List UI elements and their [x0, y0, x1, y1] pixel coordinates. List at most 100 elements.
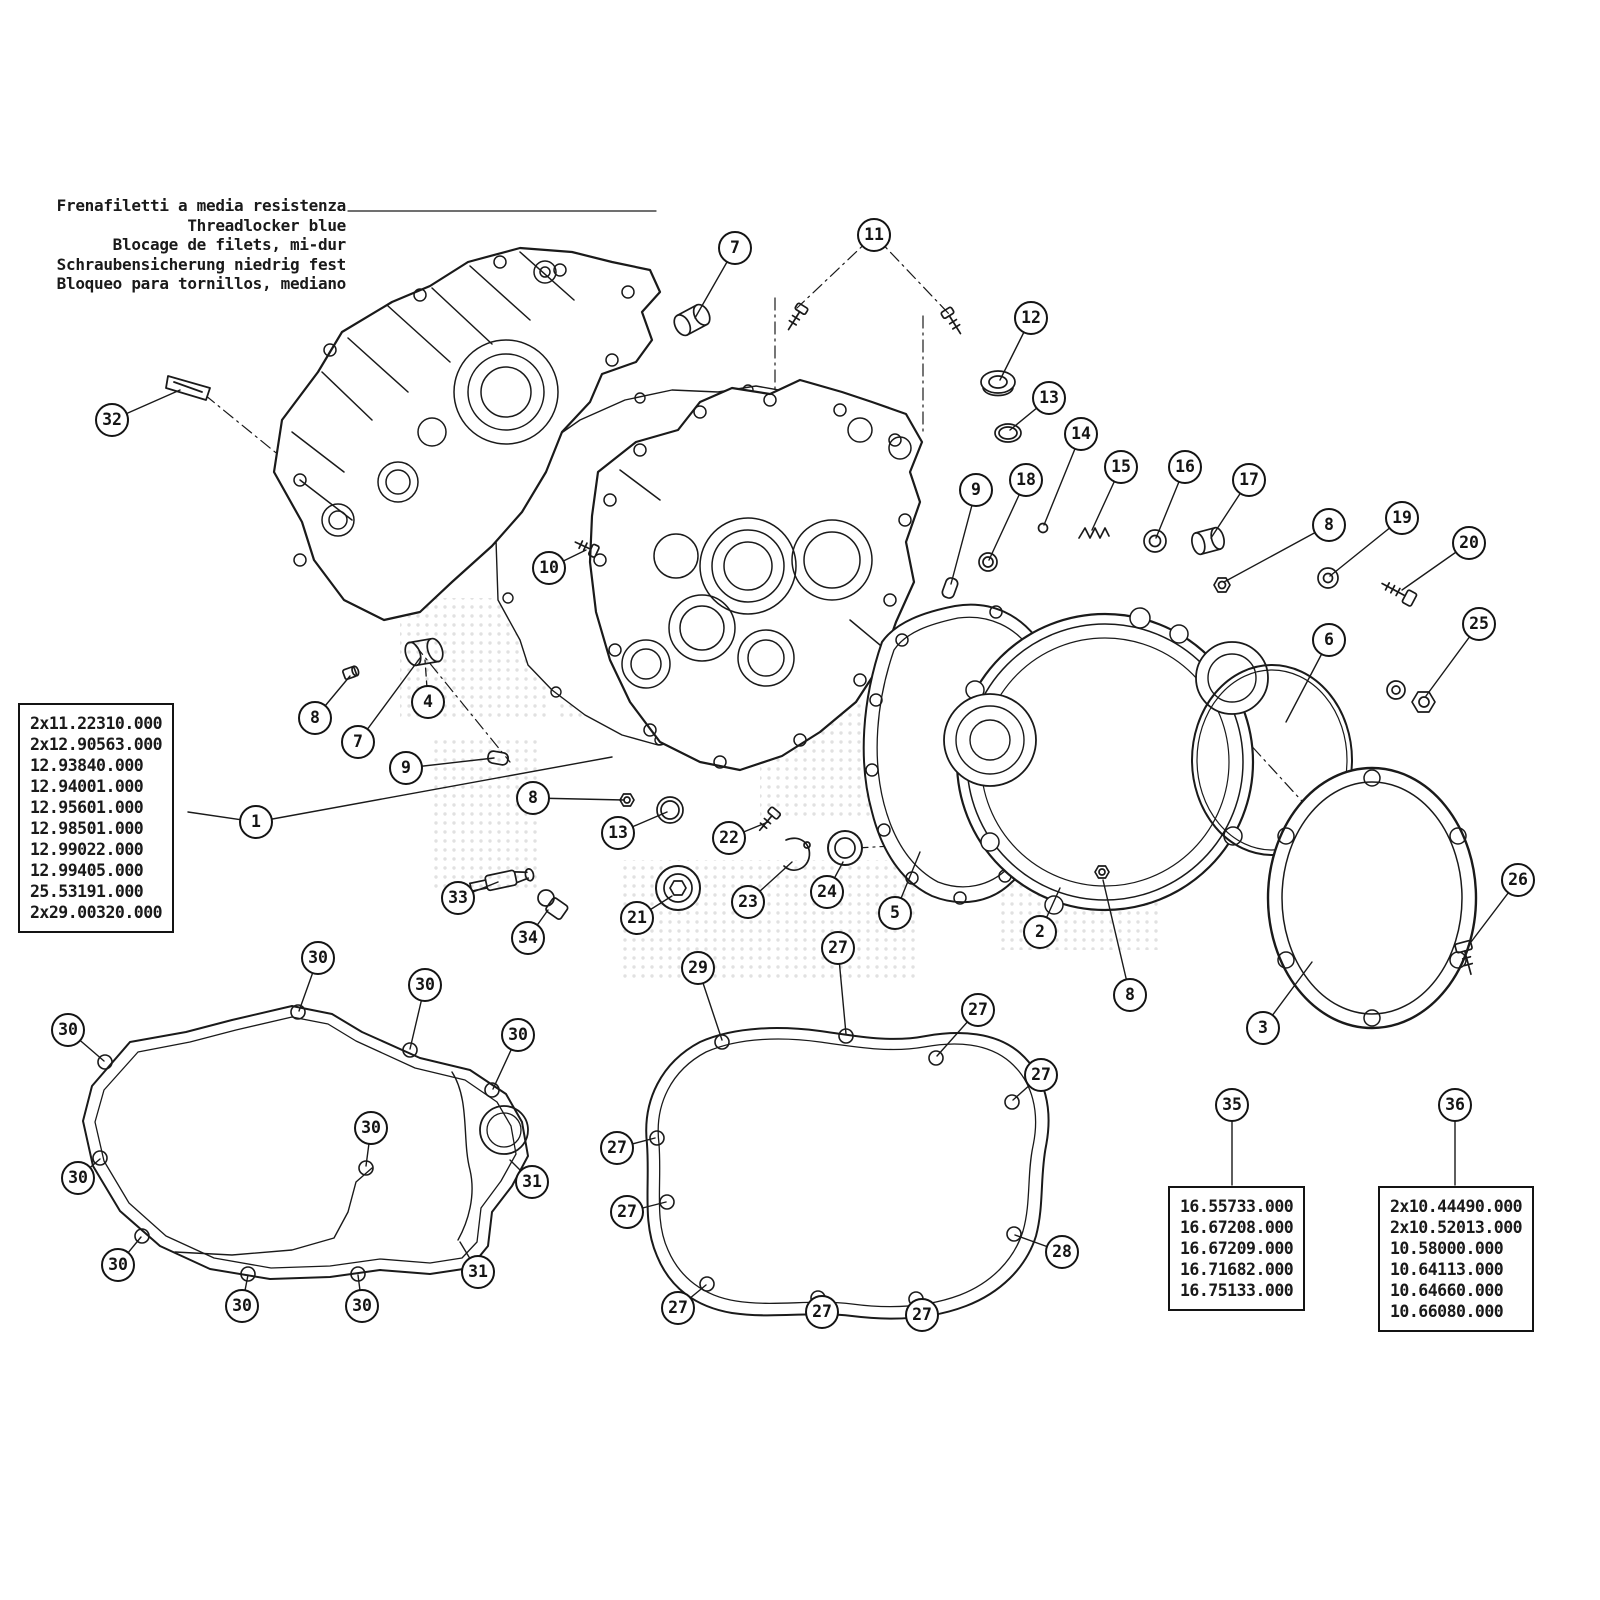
callout-36: 36: [1438, 1088, 1472, 1122]
callout-number: 30: [352, 1295, 372, 1315]
callout-31-a: 31: [515, 1165, 549, 1199]
part-number: 12.95601.000: [30, 798, 144, 817]
callout-number: 30: [508, 1024, 528, 1044]
part-8-plug-bottom: [1094, 865, 1110, 879]
callout-number: 32: [102, 409, 122, 429]
callout-10: 10: [532, 551, 566, 585]
callout-30-f: 30: [354, 1111, 388, 1145]
callout-number: 8: [1125, 984, 1135, 1004]
callout-30-e: 30: [61, 1161, 95, 1195]
callout-6: 6: [1312, 623, 1346, 657]
callout-29: 29: [681, 951, 715, 985]
callout-34: 34: [511, 921, 545, 955]
part-21-oil-plug: [655, 865, 701, 911]
part-number: 25.53191.000: [30, 882, 144, 901]
callout-23: 23: [731, 885, 765, 919]
part-number: 10.64113.000: [1390, 1260, 1504, 1279]
callout-number: 8: [528, 787, 538, 807]
part-11-screw-right: [940, 306, 962, 335]
part-8-plug-left: [342, 665, 360, 681]
part-number: 12.99022.000: [30, 840, 144, 859]
callout-number: 30: [361, 1117, 381, 1137]
callout-number: 24: [817, 881, 837, 901]
callout-number: 11: [864, 224, 884, 244]
callout-19: 19: [1385, 501, 1419, 535]
callout-28: 28: [1045, 1235, 1079, 1269]
callout-number: 2: [1035, 921, 1045, 941]
callout-number: 30: [58, 1019, 78, 1039]
callout-number: 23: [738, 891, 758, 911]
part-number: 10.58000.000: [1390, 1239, 1504, 1258]
callout-27-d: 27: [600, 1131, 634, 1165]
part-25-washer-nut: [1386, 680, 1436, 713]
callout-8-d: 8: [1113, 978, 1147, 1012]
callout-number: 17: [1239, 469, 1259, 489]
callout-number: 16: [1175, 456, 1195, 476]
callout-30-i: 30: [345, 1289, 379, 1323]
part-26-bolt: [1454, 939, 1474, 976]
callout-33: 33: [441, 881, 475, 915]
part-number: 10.64660.000: [1390, 1281, 1504, 1300]
callout-number: 9: [401, 757, 411, 777]
callout-number: 12: [1021, 307, 1041, 327]
part-32-bracket: [165, 375, 211, 401]
callout-number: 31: [468, 1261, 488, 1281]
part-10-screw: [574, 540, 600, 558]
callout-number: 8: [310, 707, 320, 727]
callout-26: 26: [1501, 863, 1535, 897]
callout-number: 7: [353, 731, 363, 751]
part-number: 2x11.22310.000: [30, 714, 163, 733]
callout-8-b: 8: [298, 701, 332, 735]
callout-number: 21: [627, 907, 647, 927]
callout-25: 25: [1462, 607, 1496, 641]
part-number: 12.93840.000: [30, 756, 144, 775]
callout-1: 1: [239, 805, 273, 839]
callout-5: 5: [878, 896, 912, 930]
callout-13-a: 13: [1032, 381, 1066, 415]
part-19-washer: [1317, 567, 1339, 589]
part-number: 16.71682.000: [1180, 1260, 1294, 1279]
callout-number: 30: [308, 947, 328, 967]
callout-number: 10: [539, 557, 559, 577]
callout-number: 13: [1039, 387, 1059, 407]
part-number: 2x12.90563.000: [30, 735, 163, 754]
callout-4: 4: [411, 685, 445, 719]
callout-3: 3: [1246, 1011, 1280, 1045]
callout-number: 19: [1392, 507, 1412, 527]
callout-18: 18: [1009, 463, 1043, 497]
part-14-ball: [1037, 522, 1049, 534]
part-34-sensor: [537, 889, 569, 920]
callout-30-a: 30: [51, 1013, 85, 1047]
callout-number: 30: [68, 1167, 88, 1187]
part-number-box-36: 2x10.44490.000 2x10.52013.000 10.58000.0…: [1378, 1186, 1535, 1332]
callout-number: 30: [232, 1295, 252, 1315]
part-number: 2x10.52013.000: [1390, 1218, 1523, 1237]
callout-32: 32: [95, 403, 129, 437]
part-8-nut-right: [1213, 577, 1231, 593]
part-number: 12.94001.000: [30, 777, 144, 796]
callout-30-h: 30: [225, 1289, 259, 1323]
callout-27-e: 27: [610, 1195, 644, 1229]
callout-number: 27: [668, 1297, 688, 1317]
callout-number: 31: [522, 1171, 542, 1191]
callout-24: 24: [810, 875, 844, 909]
callout-21: 21: [620, 901, 654, 935]
callout-number: 26: [1508, 869, 1528, 889]
part-number: 2x29.00320.000: [30, 903, 163, 922]
callout-number: 27: [968, 999, 988, 1019]
part-13-o-ring-center: [656, 796, 684, 824]
callout-14: 14: [1064, 417, 1098, 451]
callout-27-b: 27: [961, 993, 995, 1027]
part-number: 16.67209.000: [1180, 1239, 1294, 1258]
part-number: 16.55733.000: [1180, 1197, 1294, 1216]
callout-12: 12: [1014, 301, 1048, 335]
note-line-es: Bloqueo para tornillos, mediano: [56, 274, 347, 293]
callout-8-a: 8: [1312, 508, 1346, 542]
callout-30-g: 30: [101, 1248, 135, 1282]
callout-number: 8: [1324, 514, 1334, 534]
o-ring-6: [1191, 664, 1353, 856]
part-number-box-35: 16.55733.000 16.67208.000 16.67209.000 1…: [1168, 1186, 1306, 1311]
callout-35: 35: [1215, 1088, 1249, 1122]
hardware-parts: [342, 302, 1474, 976]
part-number: 16.75133.000: [1180, 1281, 1294, 1300]
